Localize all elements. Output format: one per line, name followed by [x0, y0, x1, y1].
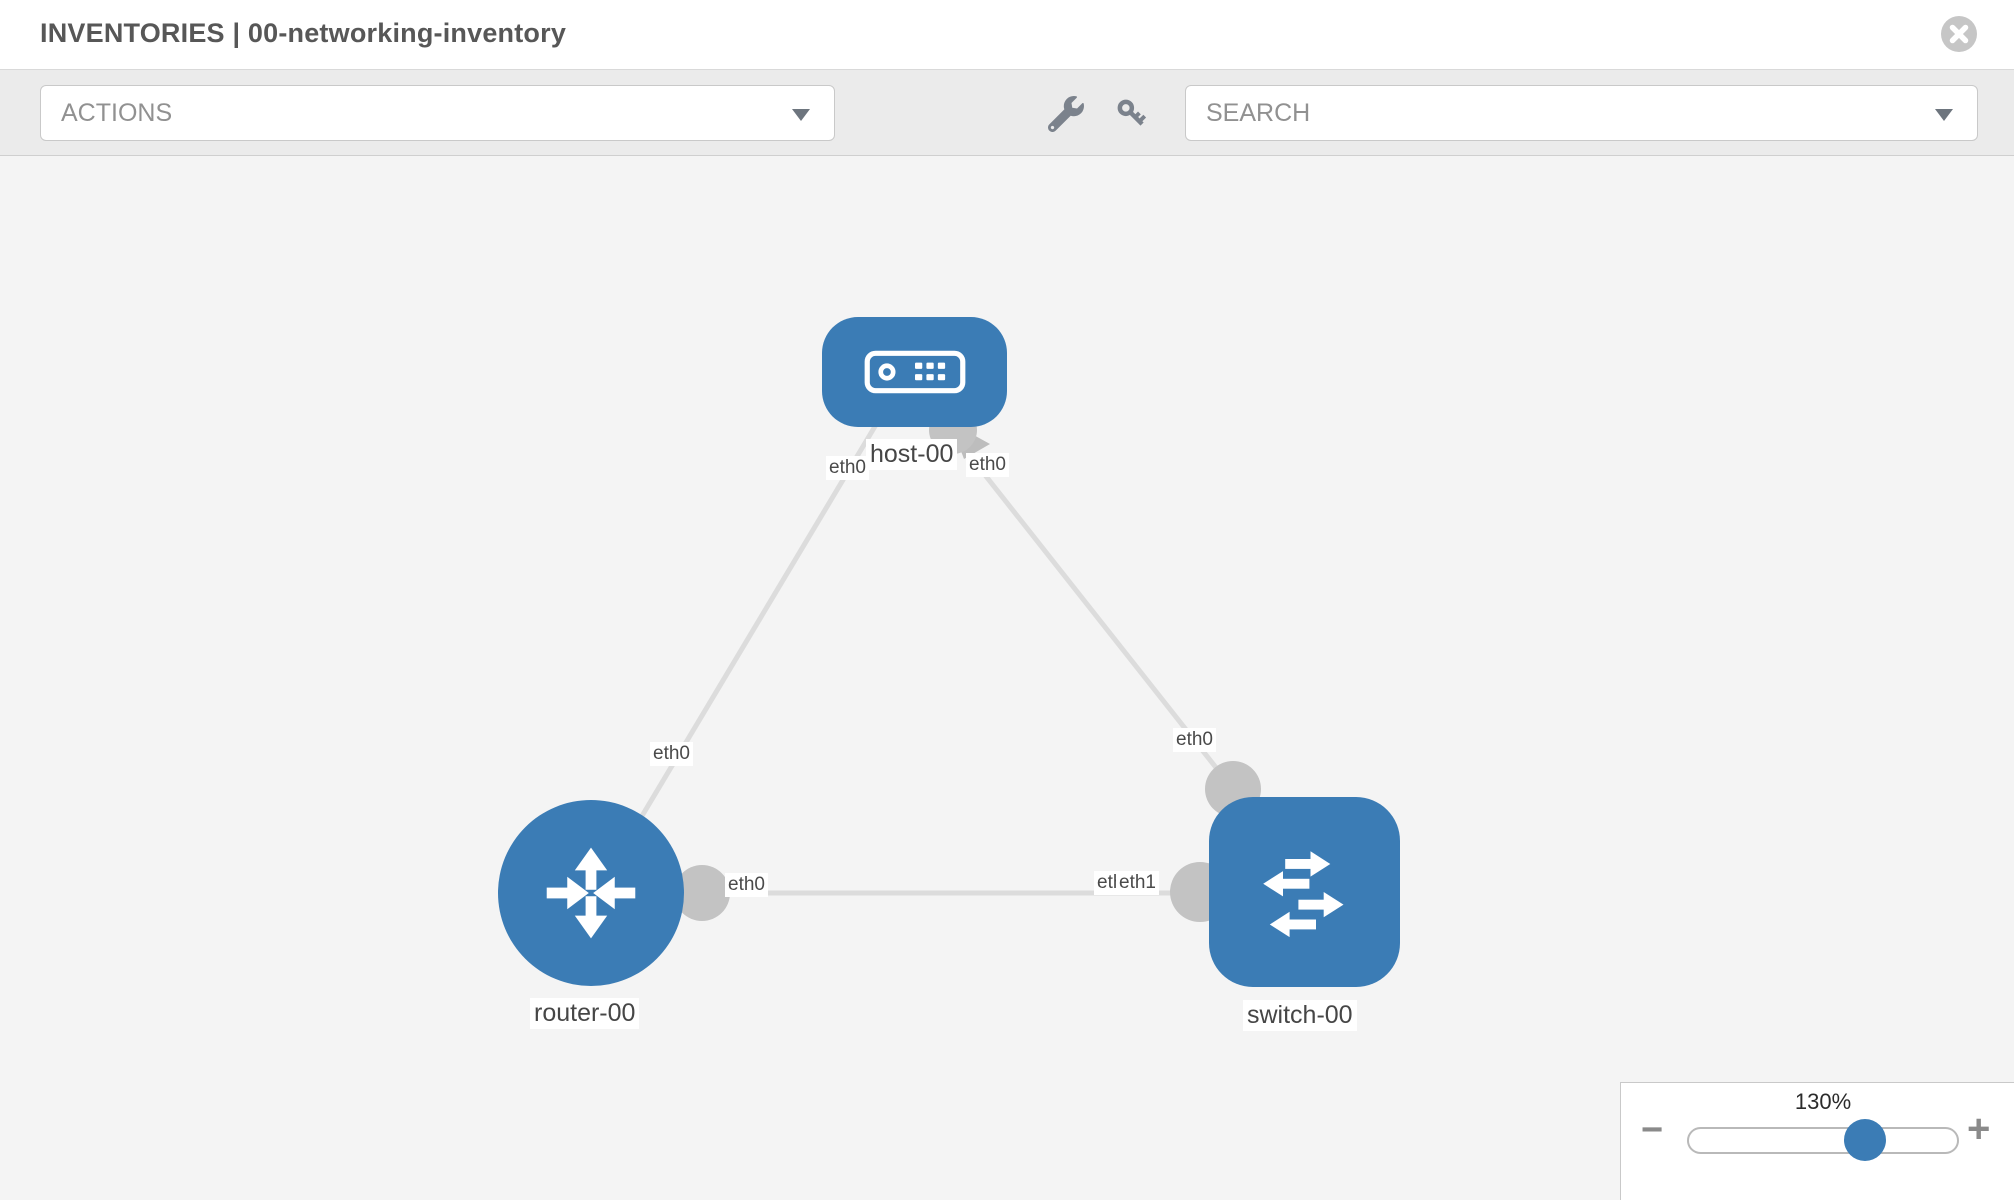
- zoom-in-button[interactable]: +: [1967, 1107, 1991, 1151]
- link-host-router[interactable]: [627, 416, 883, 838]
- zoom-level: 130%: [1794, 1089, 1852, 1114]
- node-switch-00[interactable]: [1209, 797, 1400, 987]
- port-label-router-right: eth0: [725, 873, 768, 897]
- node-label-host: host-00: [866, 439, 958, 470]
- search-dropdown[interactable]: SEARCH: [1185, 85, 1978, 141]
- actions-dropdown[interactable]: ACTIONS: [40, 85, 835, 141]
- wrench-icon: [1047, 95, 1084, 133]
- port-label-switch-front: eth1: [1116, 871, 1159, 895]
- configure-button[interactable]: [1047, 95, 1084, 133]
- node-label-router: router-00: [530, 998, 640, 1029]
- close-button[interactable]: [1940, 15, 1978, 53]
- host-icon: [864, 350, 965, 394]
- credentials-button[interactable]: [1114, 96, 1150, 132]
- search-dropdown-label: SEARCH: [1206, 99, 1311, 127]
- router-icon: [546, 847, 636, 939]
- topology-canvas[interactable]: host-00 router-00 switch-00 eth0 eth0 et…: [0, 156, 2014, 1200]
- actions-dropdown-label: ACTIONS: [61, 99, 173, 127]
- key-icon: [1117, 99, 1147, 126]
- switch-icon: [1262, 851, 1343, 938]
- topology-links-layer: [590, 406, 1300, 922]
- port-label-router-top: eth0: [650, 742, 693, 766]
- zoom-slider[interactable]: [1687, 1119, 1959, 1161]
- page-title: INVENTORIES | 00-networking-inventory: [40, 18, 567, 48]
- close-icon: [1941, 16, 1977, 52]
- port-label-switch-top: eth0: [1173, 728, 1216, 752]
- port-label-host-right: eth0: [966, 453, 1009, 477]
- node-label-switch: switch-00: [1243, 1000, 1357, 1031]
- node-router-00[interactable]: [498, 800, 684, 986]
- port-label-host-left: eth0: [826, 456, 869, 480]
- chevron-down-icon: [792, 109, 810, 121]
- zoom-panel: 130% − +: [1620, 1082, 2014, 1200]
- header: INVENTORIES | 00-networking-inventory: [0, 0, 2014, 69]
- zoom-out-button[interactable]: −: [1641, 1109, 1664, 1151]
- port-circle-router-right[interactable]: [674, 865, 730, 921]
- node-host-00[interactable]: [822, 317, 1007, 427]
- toolbar: ACTIONS SEARCH: [0, 69, 2014, 156]
- zoom-slider-thumb[interactable]: [1844, 1119, 1886, 1161]
- chevron-down-icon: [1935, 109, 1953, 121]
